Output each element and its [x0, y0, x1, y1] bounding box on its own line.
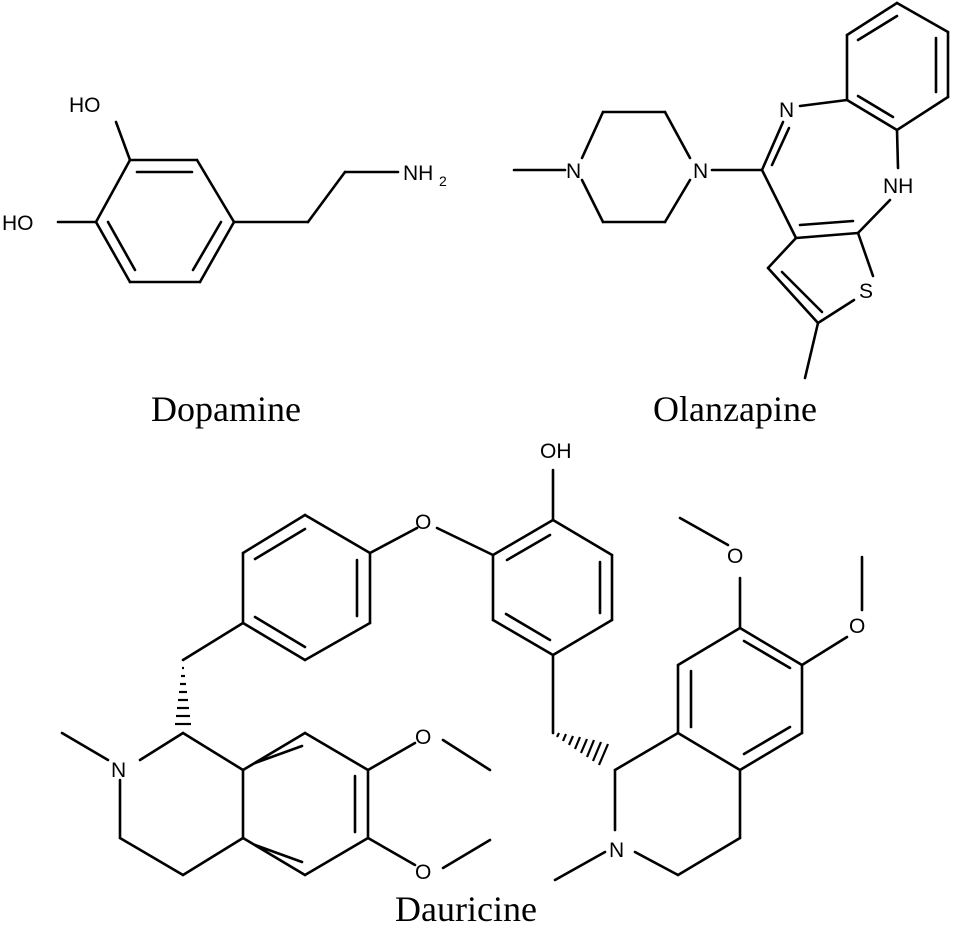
dauricine-structure: OH O O O O O N N Dauricine	[60, 440, 865, 928]
dopamine-amine-subscript: 2	[439, 173, 447, 189]
dopamine-hydroxyl-top-label: HO	[69, 94, 101, 117]
left-hashed-wedge	[175, 666, 191, 726]
olanzapine-nh-label: NH	[883, 175, 913, 198]
dopamine-hydroxyl-left-label: HO	[2, 212, 34, 235]
dauricine-left-lower-methoxy-label: O	[415, 861, 431, 884]
dauricine-ether-oxygen-label: O	[415, 511, 431, 534]
dopamine-amine-label: NH	[403, 162, 433, 185]
olanzapine-name-label: Olanzapine	[653, 389, 817, 429]
dauricine-right-n-methyl-label: N	[609, 839, 624, 862]
dauricine-name-label: Dauricine	[395, 889, 537, 928]
dauricine-stereo-wedges	[175, 666, 610, 766]
olanzapine-piperazine-n-label: N	[693, 160, 708, 183]
olanzapine-imine-n-label: N	[779, 99, 794, 122]
dauricine-bonds	[60, 468, 864, 882]
olanzapine-methyl-n-label: N	[566, 160, 581, 183]
olanzapine-structure: N N N NH S Olanzapine	[512, 1, 950, 429]
right-hashed-wedge	[556, 732, 610, 766]
dauricine-left-upper-methoxy-label: O	[415, 726, 431, 749]
olanzapine-bonds	[512, 1, 950, 380]
dopamine-bonds	[56, 120, 400, 284]
olanzapine-sulfur-label: S	[859, 280, 873, 303]
dopamine-structure: HO HO NH 2 Dopamine	[2, 94, 447, 429]
dauricine-left-n-methyl-label: N	[111, 759, 126, 782]
dauricine-hydroxyl-label: OH	[540, 440, 572, 463]
dauricine-right-upper-methoxy-label: O	[727, 545, 743, 568]
dopamine-name-label: Dopamine	[151, 389, 301, 429]
dauricine-right-lower-methoxy-label: O	[849, 615, 865, 638]
